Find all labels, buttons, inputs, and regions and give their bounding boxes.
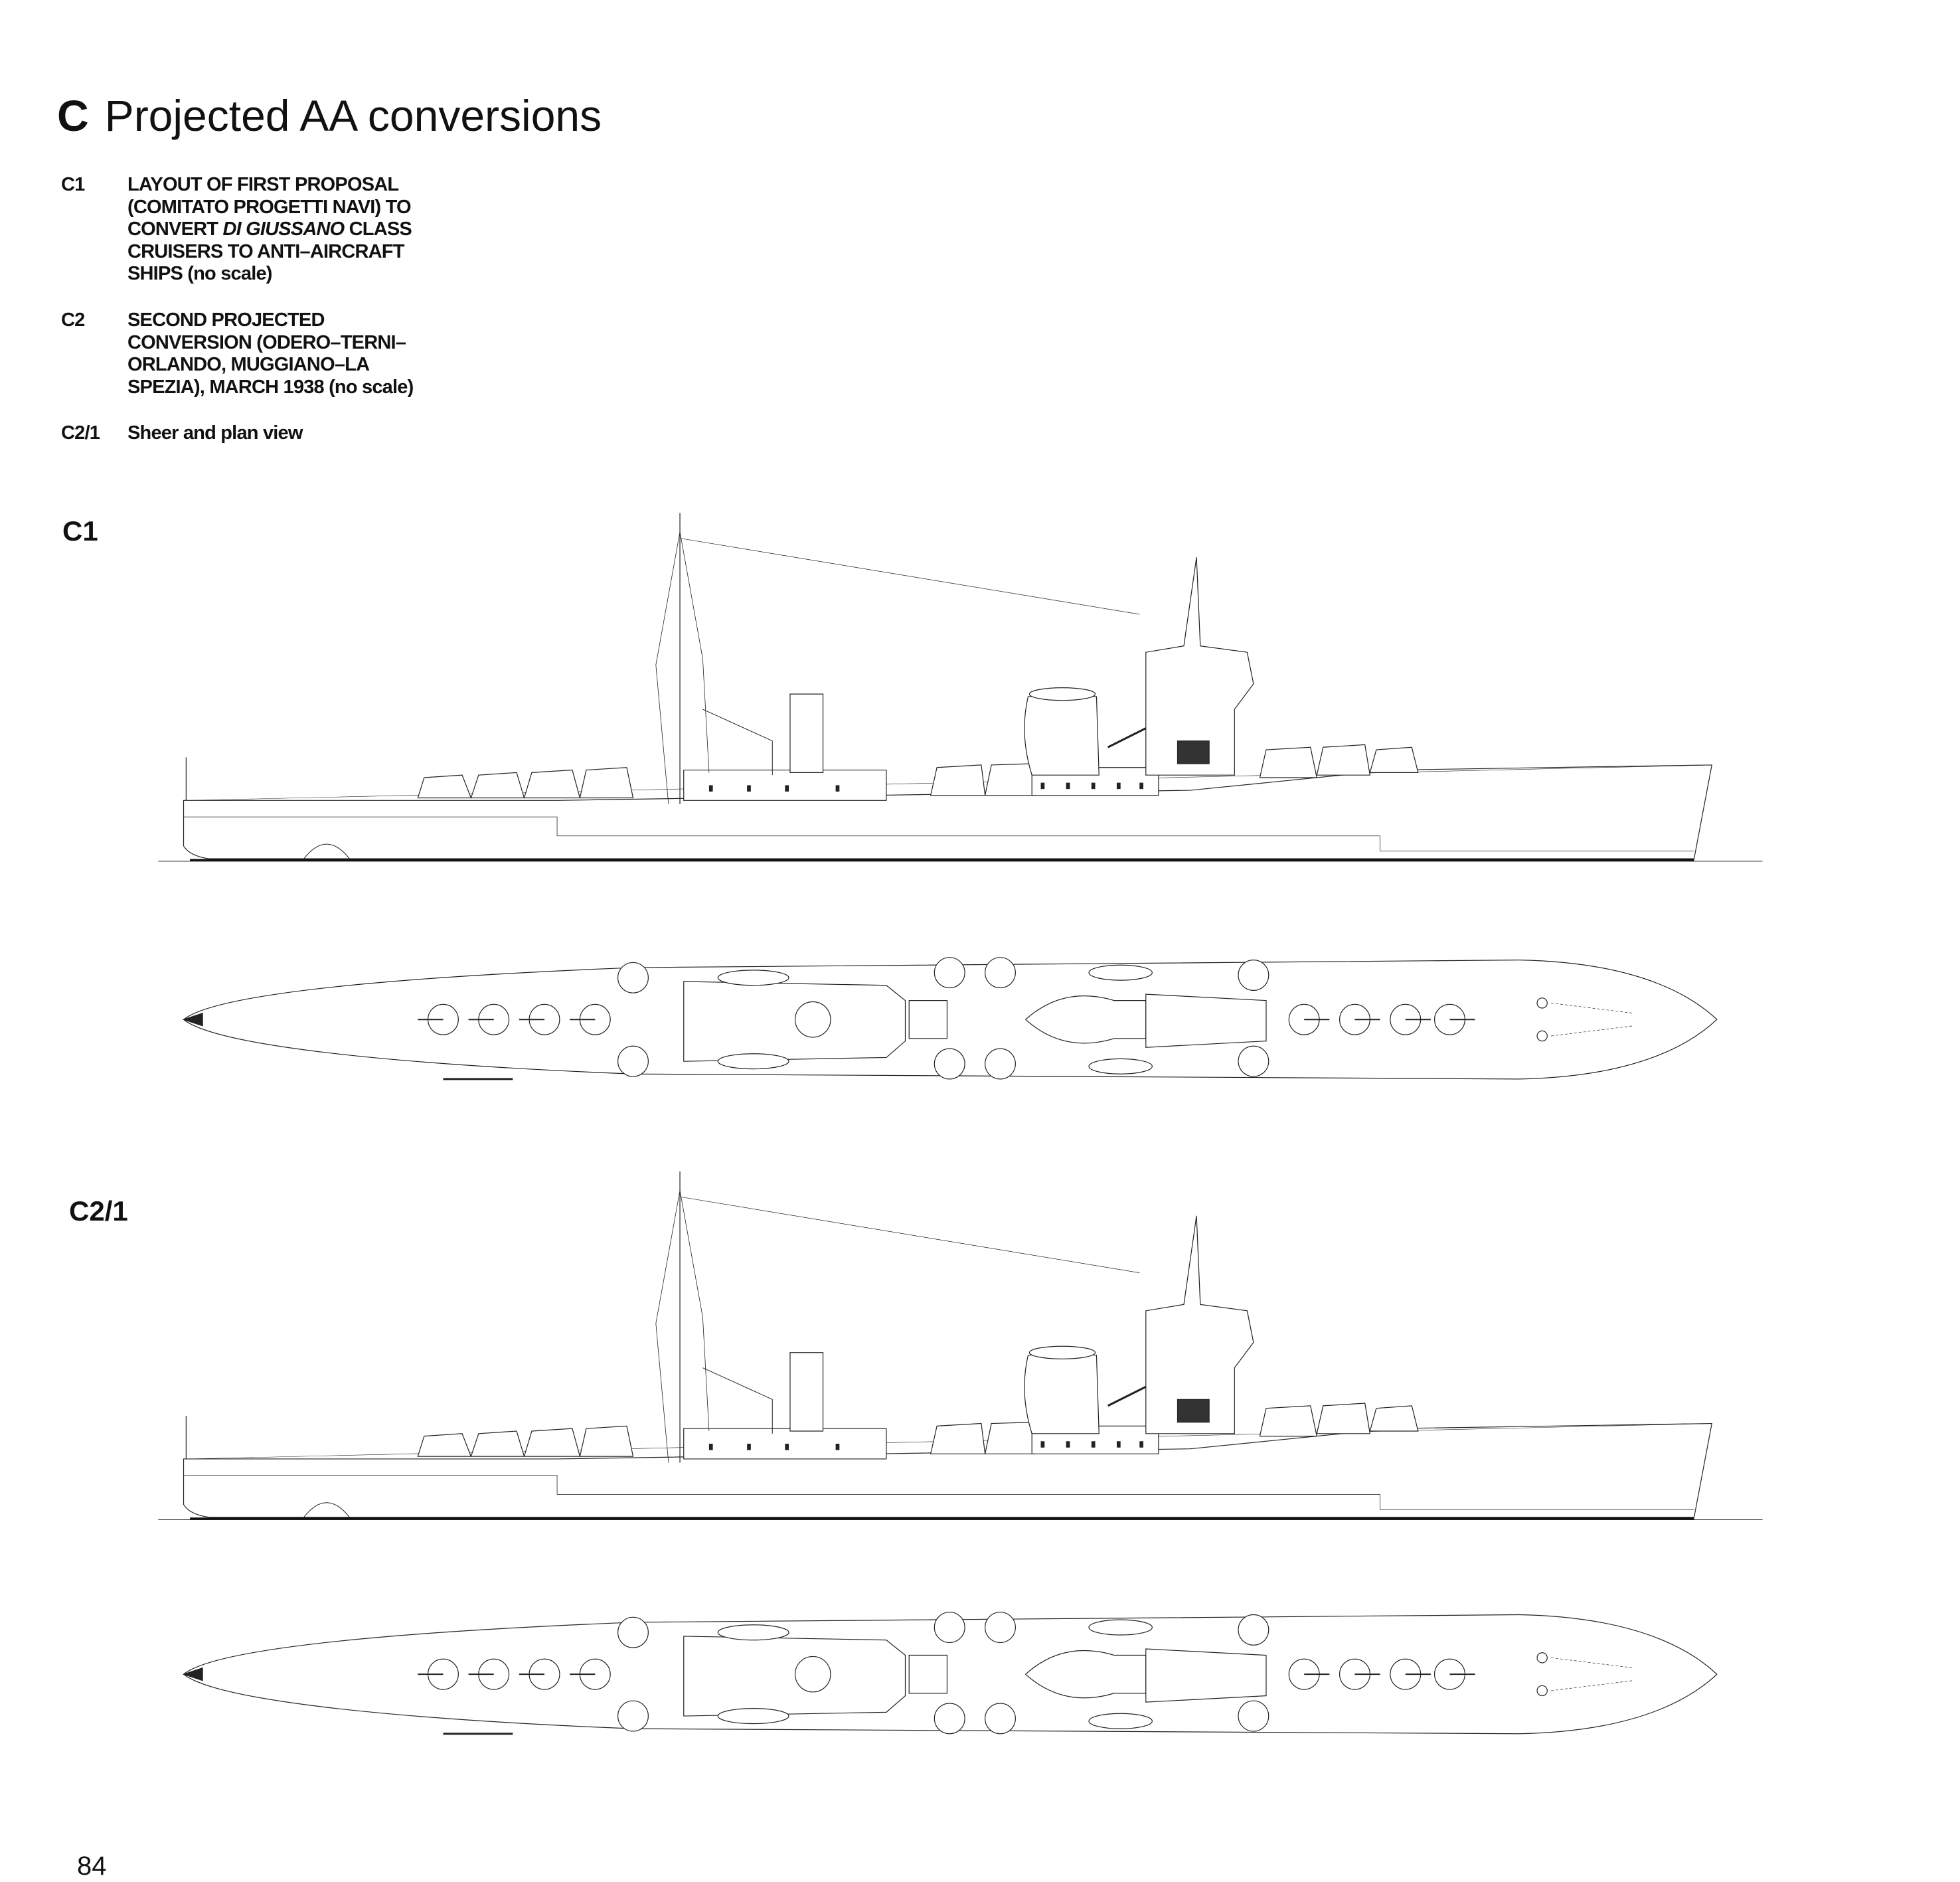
caption-line: CONVERSION (ODERO–TERNI– — [127, 331, 406, 353]
section-letter: C — [57, 91, 89, 140]
figure-label-c1: C1 — [62, 515, 98, 547]
caption-line: Sheer and plan view — [127, 422, 303, 444]
caption-id: C2 — [61, 309, 85, 331]
c2-1-sheer-view — [158, 1171, 1762, 1519]
caption-id: C1 — [61, 174, 85, 195]
c2-1-plan-view — [184, 1612, 1717, 1734]
caption-line: CRUISERS TO ANTI–AIRCRAFT — [127, 240, 404, 262]
section-title: Projected AA conversions — [104, 91, 602, 140]
ship-class-name: DI GIUSSANO — [222, 218, 345, 240]
section-heading: C Projected AA conversions — [57, 90, 602, 141]
c1-plan-view — [184, 958, 1717, 1079]
caption-line: SECOND PROJECTED — [127, 309, 325, 331]
caption-line: ORLANDO, MUGGIANO–LA — [127, 354, 370, 375]
c1-sheer-view — [158, 513, 1762, 861]
caption-line: CONVERT DI GIUSSANO CLASS — [127, 218, 526, 241]
caption-fragment: CONVERT — [127, 218, 223, 240]
caption-line: SPEZIA), MARCH 1938 (no scale) — [127, 376, 414, 398]
caption-fragment: CLASS — [344, 218, 412, 240]
caption-id: C2/1 — [61, 422, 100, 444]
page-number: 84 — [77, 1851, 107, 1881]
figure-label-c2-1: C2/1 — [69, 1195, 128, 1227]
caption-line: (COMITATO PROGETTI NAVI) TO — [127, 196, 412, 218]
caption-line: SHIPS (no scale) — [127, 263, 272, 284]
caption-line: LAYOUT OF FIRST PROPOSAL — [127, 174, 399, 195]
